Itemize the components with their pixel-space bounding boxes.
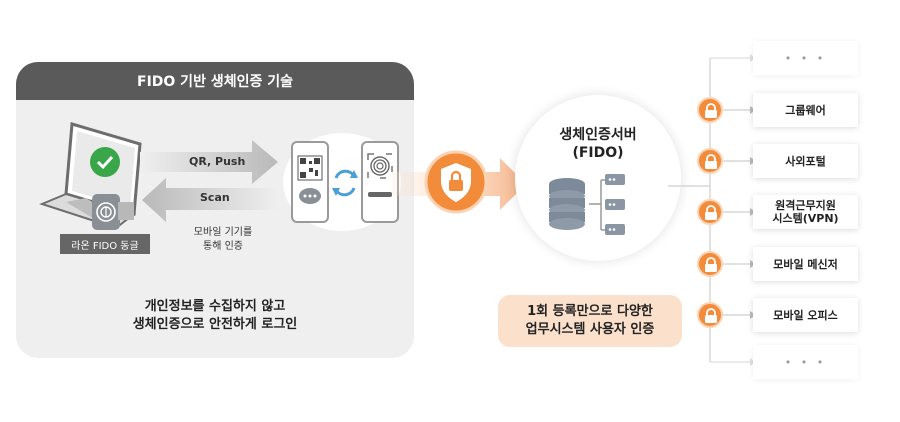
sync-icon: [332, 169, 358, 197]
mobile-caption-line2: 통해 인증: [203, 241, 243, 252]
system-placeholder-top: • • •: [753, 41, 858, 75]
arrow-top-label: QR, Push: [189, 155, 246, 168]
lock-icon: [697, 251, 723, 277]
panel-bottom-line2: 생체인증으로 안전하게 로그인: [132, 317, 298, 332]
lock-icon: [697, 302, 723, 328]
shield-lock-icon: [424, 150, 488, 214]
arrow-bottom-label: Scan: [200, 191, 230, 204]
system-groupware: 그룹웨어: [753, 93, 858, 127]
mobile-caption: 모바일 기기를 통해 인증: [178, 226, 268, 254]
server-title-line2: (FIDO): [572, 145, 624, 161]
note-box: 1회 등록만으로 다양한 업무시스템 사용자 인증: [498, 295, 682, 347]
bidirectional-arrows: [140, 140, 278, 222]
device-label: 라온 FIDO 동글: [60, 234, 150, 254]
server-circle: [515, 95, 681, 261]
server-title-line1: 생체인증서버: [559, 127, 637, 143]
system-external-portal: 사외포털: [753, 144, 858, 178]
lock-icon: [697, 199, 723, 225]
note-line1: 1회 등록만으로 다양한: [527, 304, 653, 319]
panel-bottom-line1: 개인정보를 수집하지 않고: [144, 299, 286, 314]
system-vpn-line2: 시스템(VPN): [772, 212, 839, 225]
system-mobile-messenger: 모바일 메신저: [753, 247, 858, 281]
server-title: 생체인증서버 (FIDO): [515, 126, 681, 162]
phones-group: [291, 141, 399, 223]
system-placeholder-bottom: • • •: [753, 345, 858, 379]
qr-icon: [297, 155, 323, 181]
system-mobile-office: 모바일 오피스: [753, 298, 858, 332]
note-line2: 업무시스템 사용자 인증: [525, 322, 655, 337]
database-icon: [549, 174, 625, 235]
fingerprint-dongle-icon: [92, 194, 134, 230]
check-icon: [90, 147, 120, 177]
panel-bottom-text: 개인정보를 수집하지 않고 생체인증으로 안전하게 로그인: [16, 298, 414, 334]
mobile-caption-line1: 모바일 기기를: [193, 227, 253, 238]
panel-title: FIDO 기반 생체인증 기술: [16, 62, 414, 100]
lock-icon: [697, 97, 723, 123]
chat-icon: [299, 188, 321, 204]
fingerprint-icon: [367, 153, 393, 197]
system-vpn: 원격근무지원 시스템(VPN): [753, 195, 858, 229]
system-vpn-line1: 원격근무지원: [775, 199, 836, 212]
lock-icon: [697, 148, 723, 174]
